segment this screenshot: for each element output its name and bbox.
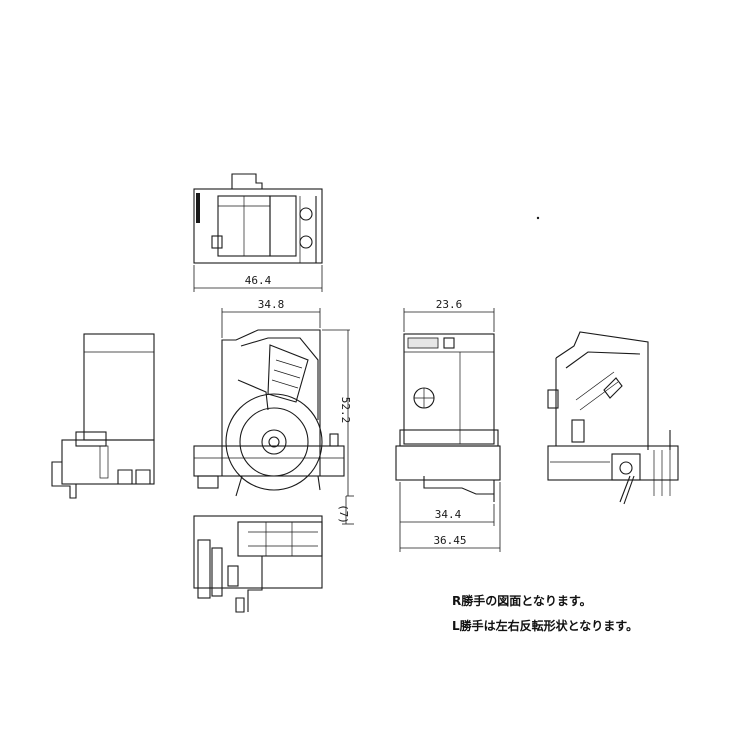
bottom-view xyxy=(193,515,323,613)
dimension-overall-width: 36.45 xyxy=(400,482,501,552)
dimension-front-height-label: 52.2 xyxy=(339,397,352,424)
dimension-front-height: 52.2 xyxy=(322,329,354,497)
top-view xyxy=(193,173,323,264)
front-view xyxy=(193,329,345,497)
dimension-base-width: 34.4 xyxy=(399,482,495,552)
dimension-front-offset-label: (7) xyxy=(337,504,350,524)
dimension-top-width-label: 46.4 xyxy=(245,274,272,287)
rear-view xyxy=(547,331,679,505)
left-view xyxy=(51,333,155,499)
note-left-hand: L勝手は左右反転形状となります。 xyxy=(452,619,639,633)
dimension-top-width: 46.4 xyxy=(193,265,323,292)
dimension-base-width-label: 34.4 xyxy=(435,508,462,521)
note-right-hand: R勝手の図面となります。 xyxy=(452,594,592,608)
dimension-overall-width-label: 36.45 xyxy=(433,534,466,547)
dimension-front-width: 34.8 xyxy=(221,298,321,338)
dimension-side-width: 23.6 xyxy=(403,298,495,332)
dimension-front-offset: (7) xyxy=(337,496,354,525)
dimension-side-width-label: 23.6 xyxy=(436,298,463,311)
stray-dot xyxy=(536,216,540,220)
side-view xyxy=(395,333,501,502)
dimension-front-width-label: 34.8 xyxy=(258,298,285,311)
